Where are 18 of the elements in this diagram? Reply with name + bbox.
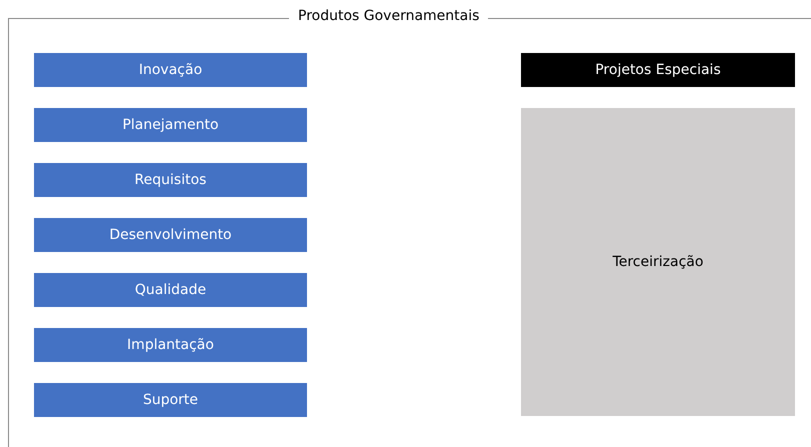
process-box — [34, 163, 307, 197]
process-box — [34, 383, 307, 417]
process-box — [34, 53, 307, 87]
process-box — [521, 108, 795, 416]
box-label: Implantação — [127, 337, 214, 353]
process-box — [34, 108, 307, 142]
box-label: Inovação — [138, 62, 202, 78]
process-box — [521, 53, 795, 87]
box-label: Terceirização — [612, 254, 704, 270]
box-label: Suporte — [142, 392, 198, 408]
box-label: Requisitos — [134, 172, 206, 188]
box-label: Projetos Especiais — [595, 62, 721, 78]
box-label: Qualidade — [134, 282, 206, 298]
process-box — [34, 273, 307, 307]
box-label: Planejamento — [122, 117, 219, 133]
process-box — [34, 328, 307, 362]
box-label: Desenvolvimento — [109, 227, 232, 243]
process-box — [34, 218, 307, 252]
